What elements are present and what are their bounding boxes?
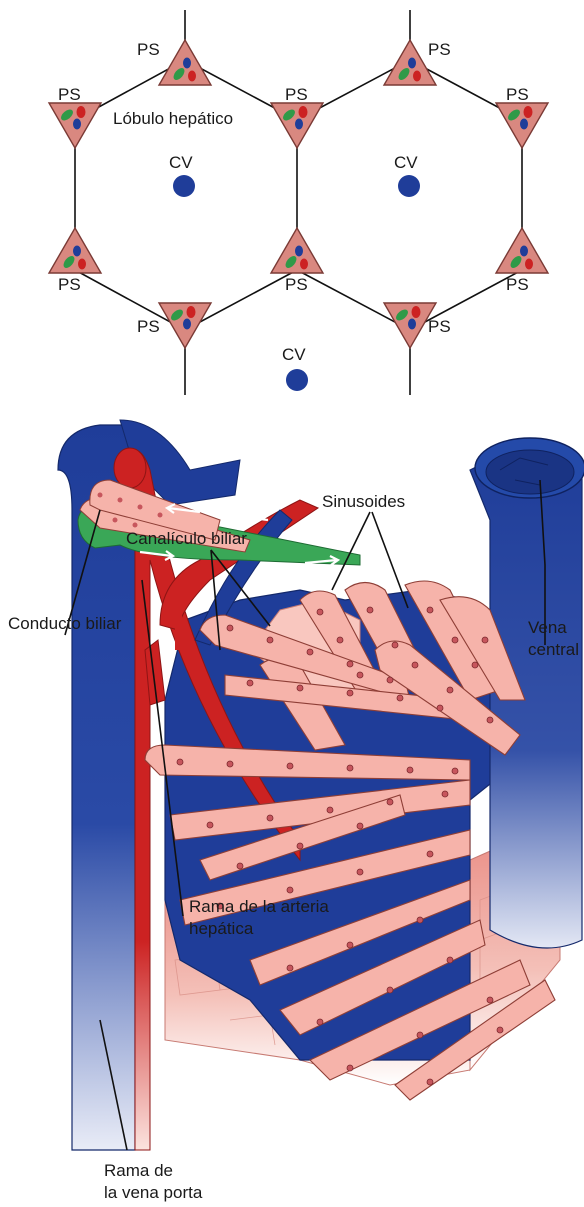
portal-vein-label-line2: la vena porta — [104, 1183, 203, 1202]
central-vein-label-line1: Vena — [528, 618, 567, 637]
hexagon-lobules — [75, 10, 522, 395]
top-labels: PS PS PS PS PS Lóbulo hepático CV CV PS … — [58, 40, 529, 364]
central-vein-dot — [173, 175, 195, 197]
central-vein-label-line2: central — [528, 640, 579, 659]
cv-label: CV — [394, 153, 418, 172]
canaliculus-label: Canalículo biliar — [126, 529, 247, 548]
hepatic-artery-label-line1: Rama de la arteria — [189, 897, 329, 916]
central-vein-dot — [286, 369, 308, 391]
portal-triad-icon — [49, 228, 101, 273]
portal-triad-icon — [159, 40, 211, 85]
ps-label: PS — [506, 275, 529, 294]
ps-label: PS — [58, 85, 81, 104]
portal-triad-icon — [496, 103, 548, 148]
ps-label: PS — [428, 40, 451, 59]
ps-label: PS — [285, 85, 308, 104]
bile-duct-label: Conducto biliar — [8, 614, 122, 633]
portal-triad-icon — [159, 303, 211, 348]
ps-label: PS — [285, 275, 308, 294]
lobule-label: Lóbulo hepático — [113, 109, 233, 128]
ps-label: PS — [428, 317, 451, 336]
cv-label: CV — [282, 345, 306, 364]
sinusoids-label: Sinusoides — [322, 492, 405, 511]
ps-label: PS — [506, 85, 529, 104]
ps-label: PS — [137, 40, 160, 59]
ps-label: PS — [137, 317, 160, 336]
ps-label: PS — [58, 275, 81, 294]
central-vein-dot — [398, 175, 420, 197]
portal-triad-icon — [271, 103, 323, 148]
hepatic-artery-label-line2: hepática — [189, 919, 254, 938]
portal-triad-icon — [49, 103, 101, 148]
portal-triad-icon — [496, 228, 548, 273]
portal-triad-icon — [271, 228, 323, 273]
portal-vein-label-line1: Rama de — [104, 1161, 173, 1180]
cv-label: CV — [169, 153, 193, 172]
